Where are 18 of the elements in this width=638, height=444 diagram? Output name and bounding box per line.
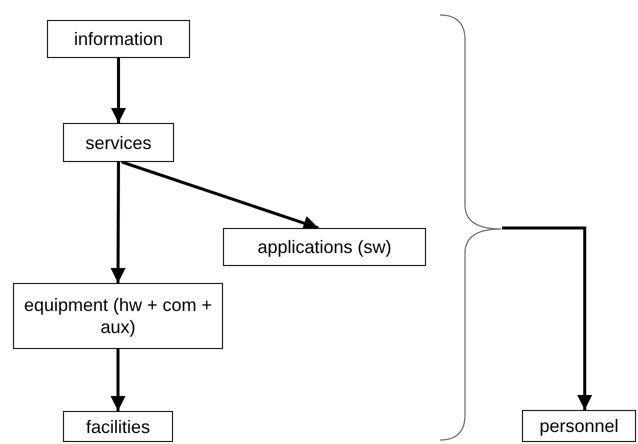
curly-brace [440, 14, 502, 442]
node-label: equipment (hw + com + aux) [22, 294, 214, 338]
arrow [110, 162, 126, 283]
process-box [63, 411, 173, 442]
process-box [13, 283, 223, 349]
node-label: facilities [86, 416, 150, 438]
process-box [63, 123, 174, 162]
node-label: information [74, 28, 164, 50]
arrow [121, 160, 319, 230]
node-label: services [85, 132, 152, 154]
arrow [110, 349, 126, 411]
process-box [223, 228, 426, 266]
node-label: applications (sw) [257, 236, 392, 258]
arrow [111, 58, 126, 123]
node-label: personnel [539, 415, 619, 437]
process-box [522, 410, 636, 442]
arrow [502, 226, 592, 410]
process-box [47, 20, 190, 58]
